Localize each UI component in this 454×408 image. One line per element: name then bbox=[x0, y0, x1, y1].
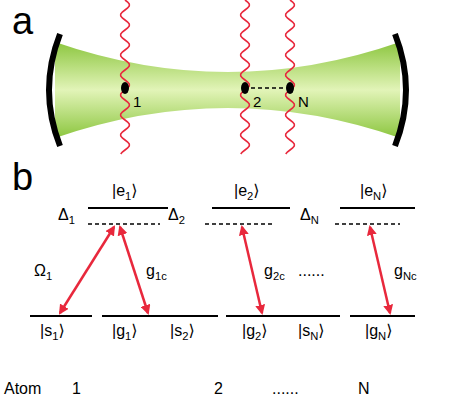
detuning-label: Δ1 bbox=[58, 206, 75, 224]
subscript: 2 bbox=[255, 330, 261, 342]
coupling-label: g2c bbox=[264, 262, 285, 280]
detuning-label: ΔN bbox=[300, 206, 319, 224]
laser-beams bbox=[121, 0, 295, 154]
cavity-mode bbox=[55, 42, 400, 138]
subscript: 2 bbox=[247, 190, 253, 202]
level-label: |e2⟩ bbox=[234, 182, 260, 200]
panel-letter: b bbox=[12, 156, 33, 200]
detuning-label: Δ2 bbox=[168, 206, 185, 224]
detuned-levels bbox=[88, 223, 400, 224]
subscript: 2 bbox=[179, 214, 185, 226]
atom-chain-dash bbox=[251, 87, 284, 89]
subscript: Nc bbox=[403, 270, 417, 282]
level-label: |eN⟩ bbox=[360, 182, 387, 200]
axis-label: Atom bbox=[4, 380, 41, 398]
subscript: 1c bbox=[155, 270, 167, 282]
energy-levels bbox=[30, 208, 415, 316]
cavity-mirror bbox=[395, 34, 406, 146]
subscript: 1 bbox=[46, 270, 52, 282]
subscript: 2c bbox=[273, 270, 285, 282]
transition-arrows bbox=[60, 227, 390, 313]
level-label: |s1⟩ bbox=[40, 322, 65, 340]
subscript: 1 bbox=[125, 190, 131, 202]
panel-letter: a bbox=[12, 0, 33, 44]
atom-number: 2 bbox=[253, 93, 261, 110]
coupling-label: gNc bbox=[394, 262, 417, 280]
atom-number: N bbox=[298, 93, 309, 110]
level-label: |gN⟩ bbox=[365, 322, 392, 340]
level-label: |g2⟩ bbox=[242, 322, 268, 340]
subscript: 1 bbox=[125, 330, 131, 342]
subscript: N bbox=[311, 214, 319, 226]
level-label: |s2⟩ bbox=[170, 322, 195, 340]
level-label: |g1⟩ bbox=[112, 322, 138, 340]
level-label: |sN⟩ bbox=[298, 322, 325, 340]
ellipsis: ...... bbox=[272, 380, 299, 398]
subscript: N bbox=[378, 330, 386, 342]
subscript: N bbox=[310, 330, 318, 342]
atom-dot bbox=[286, 82, 294, 94]
atom-number: 1 bbox=[133, 93, 141, 110]
coupling-label: Ω1 bbox=[34, 262, 52, 280]
subscript: N bbox=[373, 190, 381, 202]
level-label: |e1⟩ bbox=[112, 182, 138, 200]
atom-dot bbox=[121, 82, 129, 94]
cavity-mirror bbox=[49, 34, 60, 146]
atom-number: 1 bbox=[72, 380, 81, 398]
ellipsis: ...... bbox=[298, 262, 325, 280]
subscript: 1 bbox=[69, 214, 75, 226]
atom-dot bbox=[241, 82, 249, 94]
subscript: 2 bbox=[182, 330, 188, 342]
atom-number: N bbox=[358, 380, 370, 398]
subscript: 1 bbox=[52, 330, 58, 342]
coupling-label: g1c bbox=[146, 262, 167, 280]
atom-number: 2 bbox=[214, 380, 223, 398]
